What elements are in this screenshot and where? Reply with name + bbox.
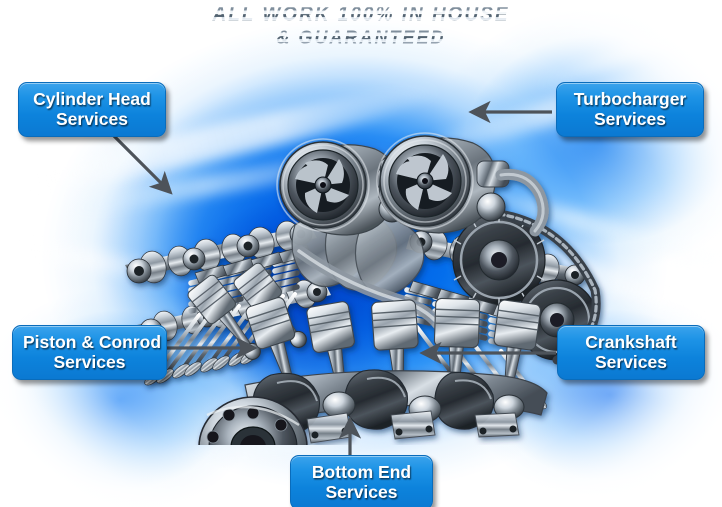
crankshaft-flange bbox=[198, 396, 308, 445]
label-line-1: Piston & Conrod bbox=[23, 332, 162, 352]
label-line-1: Turbocharger bbox=[573, 89, 687, 109]
label-piston-conrod-services[interactable]: Piston & Conrod Services bbox=[12, 325, 167, 380]
label-bottom-end-services[interactable]: Bottom End Services bbox=[290, 455, 433, 507]
label-crankshaft-services[interactable]: Crankshaft Services bbox=[557, 325, 705, 380]
engine-cutaway-illustration bbox=[125, 132, 601, 445]
label-line-2: Services bbox=[325, 482, 398, 502]
label-line-2: Services bbox=[594, 352, 667, 372]
label-line-2: Services bbox=[593, 109, 666, 129]
label-line-1: Cylinder Head bbox=[33, 89, 151, 109]
label-line-1: Bottom End bbox=[311, 462, 412, 482]
label-turbocharger-services[interactable]: Turbocharger Services bbox=[556, 82, 704, 137]
label-cylinder-head-services[interactable]: Cylinder Head Services bbox=[18, 82, 166, 137]
label-line-2: Services bbox=[55, 109, 128, 129]
exhaust-manifold bbox=[291, 210, 445, 331]
label-line-2: Services bbox=[53, 352, 126, 372]
label-line-1: Crankshaft bbox=[585, 332, 677, 352]
crankshaft-assembly bbox=[198, 369, 548, 445]
